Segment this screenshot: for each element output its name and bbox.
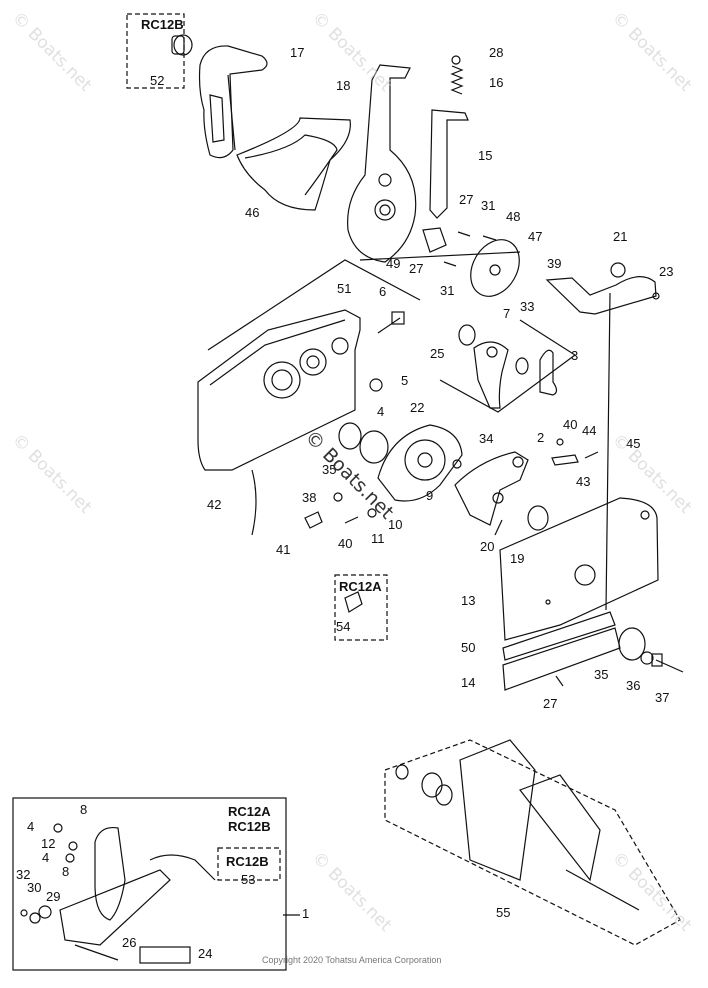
part-number: 40 [563,417,578,432]
part-number: 20 [480,539,495,554]
part-number: 4 [377,404,385,419]
part-number: 7 [503,306,511,321]
part-number: 9 [426,488,434,503]
inset-rc12b-label: RC12B [228,819,271,834]
copyright: Copyright 2020 Tohatsu America Corporati… [262,955,442,965]
part-number: 49 [386,256,401,271]
part-number: 5 [401,373,409,388]
part-number: 25 [430,346,445,361]
part-number: 2 [537,430,545,445]
part-number: 35 [594,667,609,682]
part-number: 44 [582,423,597,438]
inset-rc12b-sub-box [217,847,281,881]
part-number: 47 [528,229,543,244]
part-number: 39 [547,256,562,271]
part-number: 12 [41,836,56,851]
part-number: 16 [489,75,504,90]
part-number: 28 [489,45,504,60]
part-number: 11 [371,531,385,546]
part-number: 43 [576,474,591,489]
inset-box [12,797,287,971]
part-number: 35 [322,462,337,477]
part-number: 13 [461,593,476,608]
part-number: 30 [27,880,42,895]
part-number: 18 [336,78,351,93]
part-number: 33 [520,299,535,314]
part-number: 15 [478,148,493,163]
part-number: 42 [207,497,222,512]
rc12a-mid-box [334,574,388,641]
part-number: 36 [626,678,641,693]
part-number: 40 [338,536,353,551]
part-number: 4 [27,819,35,834]
part-number: 26 [122,935,137,950]
part-number: 8 [62,864,70,879]
part-number: 32 [16,867,31,882]
part-number: 27 [409,261,424,276]
rc12a-mid-label: RC12A [339,579,382,594]
rc12b-top-box [126,13,185,89]
part-number: 51 [337,281,352,296]
part-number: 6 [379,284,387,299]
part-number: 54 [336,619,351,634]
part-number: 1 [302,906,310,921]
part-number: 10 [388,517,403,532]
part-number: 4 [42,850,50,865]
part-number: 23 [659,264,674,279]
part-number: 24 [198,946,213,961]
part-number: 17 [290,45,305,60]
part-number: 53 [241,872,256,887]
part-number: 27 [543,696,558,711]
part-number: 41 [276,542,291,557]
inset-rc12a-label: RC12A [228,804,271,819]
part-number: 31 [440,283,455,298]
part-number: 3 [571,348,579,363]
part-number: 48 [506,209,521,224]
part-number: 37 [655,690,670,705]
part-number: 45 [626,436,641,451]
part-number: 31 [481,198,496,213]
rc12b-top-label: RC12B [141,17,184,32]
part-number: 55 [496,905,511,920]
part-number: 34 [479,431,494,446]
inset-rc12b-sub-label: RC12B [226,854,269,869]
part-number: 38 [302,490,317,505]
part-number: 50 [461,640,476,655]
part-number: 14 [461,675,476,690]
part-number: 22 [410,400,425,415]
part-number: 27 [459,192,474,207]
part-number: 8 [80,802,88,817]
part-number: 29 [46,889,61,904]
part-number: 21 [613,229,628,244]
part-number: 19 [510,551,525,566]
part-number: 52 [150,73,165,88]
part-number: 46 [245,205,260,220]
